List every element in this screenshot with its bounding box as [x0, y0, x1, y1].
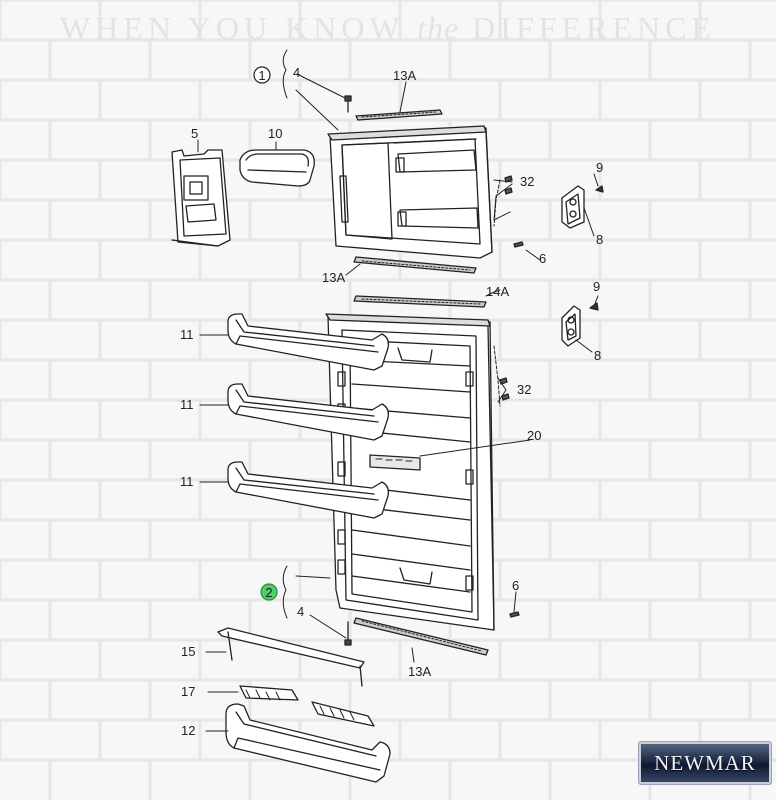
pin-6-bottom: [509, 611, 520, 618]
label-9-top: 9: [596, 160, 603, 175]
screw-9-top: [595, 185, 604, 193]
leader-lines: [197, 49, 599, 732]
screw-9-mid: [589, 302, 599, 311]
callout-number-1: 1: [258, 68, 265, 83]
label-13a-mid: 13A: [322, 270, 345, 285]
label-8-top: 8: [596, 232, 603, 247]
part-11-door-bin-b: [227, 383, 390, 441]
label-4-top: 4: [293, 65, 300, 80]
gasket-13a-top: [355, 109, 443, 121]
fresh-food-door: [325, 313, 495, 631]
label-10: 10: [268, 126, 282, 141]
label-20: 20: [527, 428, 541, 443]
tagline: WHEN YOU KNOW the DIFFERENCE: [0, 10, 776, 47]
gasket-14a: [353, 295, 487, 308]
part-11-door-bin-a: [227, 313, 390, 371]
label-6-top: 6: [539, 251, 546, 266]
label-17: 17: [181, 684, 195, 699]
callout-circle-1: [253, 66, 271, 84]
hinge-mid-part-8: [561, 305, 581, 347]
gasket-13a-mid: [353, 256, 477, 274]
hinge-top-part-8: [561, 185, 585, 229]
label-11-b: 11: [180, 397, 194, 412]
freezer-door: [327, 125, 493, 259]
newmar-logo: NEWMAR: [638, 741, 772, 785]
tagline-the: the: [417, 10, 460, 46]
part-12-bottom-bin: [225, 703, 391, 783]
tagline-pre: WHEN YOU KNOW: [60, 10, 405, 46]
part-10-freezer-shelf: [239, 149, 315, 187]
part-20-control-panel: [369, 454, 421, 471]
pin-6-top: [513, 241, 524, 248]
label-12: 12: [181, 723, 195, 738]
label-5: 5: [191, 126, 198, 141]
label-32-mid: 32: [517, 382, 531, 397]
label-9-mid: 9: [593, 279, 600, 294]
callout-number-2: 2: [265, 585, 272, 600]
part-11-door-bin-c: [227, 461, 390, 519]
screw-4-top: [344, 95, 352, 113]
screw-4-bottom: [344, 621, 352, 646]
part-5-ice-tray: [171, 149, 231, 247]
label-4-bottom: 4: [297, 604, 304, 619]
callout-circle-2: [260, 583, 278, 601]
label-11-c: 11: [180, 474, 194, 489]
logo-text: NEWMAR: [654, 750, 756, 775]
tagline-post: DIFFERENCE: [472, 10, 716, 46]
pins-32-mid: [493, 345, 510, 407]
label-6-bottom: 6: [512, 578, 519, 593]
label-14a: 14A: [486, 284, 509, 299]
gasket-13a-bottom: [353, 617, 489, 656]
part-17-bin-clips: [239, 685, 375, 727]
label-13a-bottom: 13A: [408, 664, 431, 679]
label-32-top: 32: [520, 174, 534, 189]
part-15-door-rail: [217, 627, 365, 687]
label-11-a: 11: [180, 327, 194, 342]
label-15: 15: [181, 644, 195, 659]
label-8-mid: 8: [594, 348, 601, 363]
label-13a-top: 13A: [393, 68, 416, 83]
